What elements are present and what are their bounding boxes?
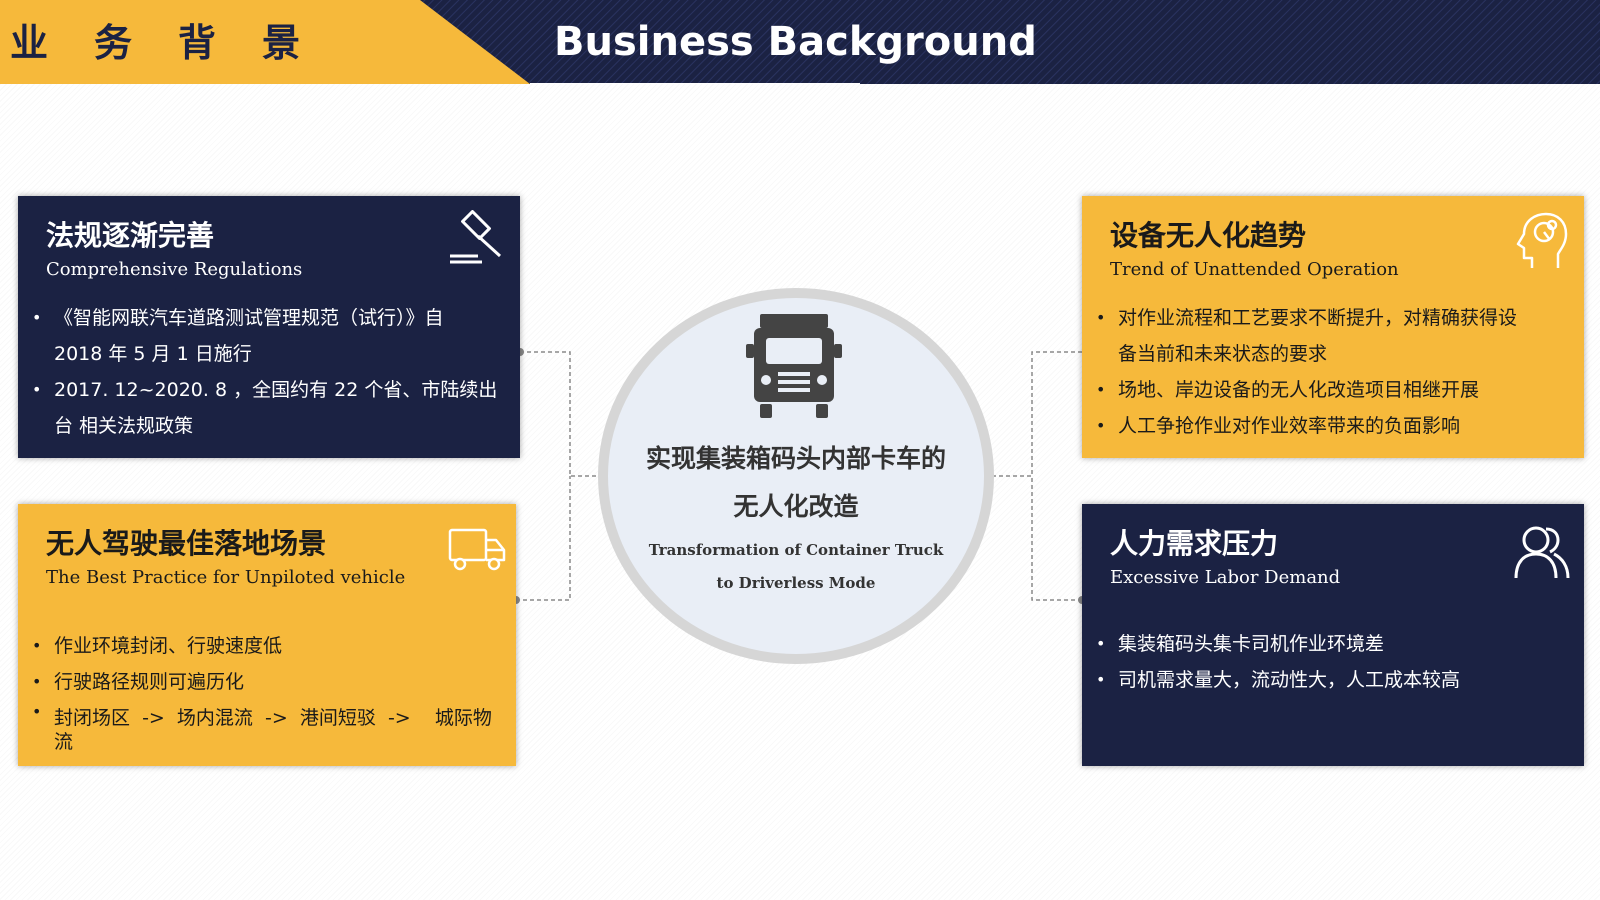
list-item-line: 集装箱码头集卡司机作业环境差 — [1118, 633, 1385, 655]
list-item: 集装箱码头集卡司机作业环境差 — [1096, 626, 1574, 662]
truck-outline-icon — [448, 528, 506, 571]
regulations-list: 《智能网联汽车道路测试管理规范（试行）》自 2018 年 5 月 1 日施行 2… — [32, 300, 510, 444]
list-item: 人工争抢作业对作业效率带来的负面影响 — [1096, 408, 1574, 444]
list-item: 司机需求量大，流动性大，人工成本较高 — [1096, 662, 1574, 698]
list-item-line: 2018 年 5 月 1 日施行 — [54, 343, 252, 365]
center-title-line1: 实现集装箱码头内部卡车的 — [645, 444, 946, 473]
card-subtitle: The Best Practice for Unpiloted vehicle — [46, 567, 406, 588]
list-item-line: 封闭场区 -> 场内混流 -> 港间短驳 -> 城际物 — [54, 707, 492, 729]
list-item-line: 行驶路径规则可遍历化 — [54, 671, 245, 693]
labor-list: 集装箱码头集卡司机作业环境差 司机需求量大，流动性大，人工成本较高 — [1096, 626, 1574, 698]
page-title-en: Business Background — [554, 19, 1037, 65]
card-labor-demand: 人力需求压力 Excessive Labor Demand 集装箱码头集卡司机作… — [1082, 504, 1584, 766]
scenarios-list: 作业环境封闭、行驶速度低 行驶路径规则可遍历化 封闭场区 -> 场内混流 -> … — [32, 628, 506, 754]
header-banner: 业务背景 Business Background — [0, 0, 1600, 84]
center-subtitle-line2: to Driverless Mode — [716, 574, 876, 592]
card-subtitle: Trend of Unattended Operation — [1110, 259, 1399, 280]
page-title-cn: 业务背景 — [10, 21, 347, 65]
list-item-line: 作业环境封闭、行驶速度低 — [54, 635, 283, 657]
card-regulations: 法规逐渐完善 Comprehensive Regulations 《智能网联汽车… — [18, 196, 520, 458]
card-subtitle: Comprehensive Regulations — [46, 259, 303, 280]
list-item: 对作业流程和工艺要求不断提升，对精确获得设 备当前和未来状态的要求 — [1096, 300, 1574, 372]
list-item: 2017. 12~2020. 8 ，全国约有 22 个省、市陆续出 台 相关法规… — [32, 372, 510, 444]
list-item: 行驶路径规则可遍历化 — [32, 664, 506, 700]
users-icon — [1514, 526, 1570, 579]
card-title: 法规逐渐完善 — [46, 219, 215, 252]
card-title: 设备无人化趋势 — [1110, 219, 1307, 252]
truck-front-icon — [746, 314, 842, 418]
card-title: 无人驾驶最佳落地场景 — [46, 527, 327, 560]
list-item: 封闭场区 -> 场内混流 -> 港间短驳 -> 城际物 流 — [32, 700, 506, 754]
card-title: 人力需求压力 — [1110, 527, 1279, 560]
card-subtitle: Excessive Labor Demand — [1110, 567, 1341, 588]
list-item-line: 司机需求量大，流动性大，人工成本较高 — [1118, 669, 1461, 691]
list-item-line: 流 — [54, 731, 74, 753]
list-item-line: 人工争抢作业对作业效率带来的负面影响 — [1118, 415, 1461, 437]
list-item-line: 2017. 12~2020. 8 ，全国约有 22 个省、市陆续出 — [54, 379, 498, 401]
list-item-line: 对作业流程和工艺要求不断提升，对精确获得设 — [1118, 307, 1518, 329]
list-item-line: 备当前和未来状态的要求 — [1118, 343, 1328, 365]
gavel-icon — [450, 210, 502, 264]
card-scenarios: 无人驾驶最佳落地场景 The Best Practice for Unpilot… — [18, 504, 516, 766]
list-item-line: 场地、岸边设备的无人化改造项目相继开展 — [1118, 379, 1480, 401]
head-gear-icon — [1516, 212, 1568, 268]
list-item-line: 台 相关法规政策 — [54, 415, 194, 437]
list-item-line: 《智能网联汽车道路测试管理规范（试行）》自 — [54, 307, 444, 329]
list-item: 场地、岸边设备的无人化改造项目相继开展 — [1096, 372, 1574, 408]
list-item: 作业环境封闭、行驶速度低 — [32, 628, 506, 664]
header-shapes — [0, 0, 1600, 84]
unmanned-list: 对作业流程和工艺要求不断提升，对精确获得设 备当前和未来状态的要求 场地、岸边设… — [1096, 300, 1574, 444]
card-unmanned-trend: 设备无人化趋势 Trend of Unattended Operation 对作… — [1082, 196, 1584, 458]
center-title-line2: 无人化改造 — [733, 492, 859, 521]
list-item: 《智能网联汽车道路测试管理规范（试行）》自 2018 年 5 月 1 日施行 — [32, 300, 510, 372]
center-subtitle-line1: Transformation of Container Truck — [648, 541, 944, 559]
